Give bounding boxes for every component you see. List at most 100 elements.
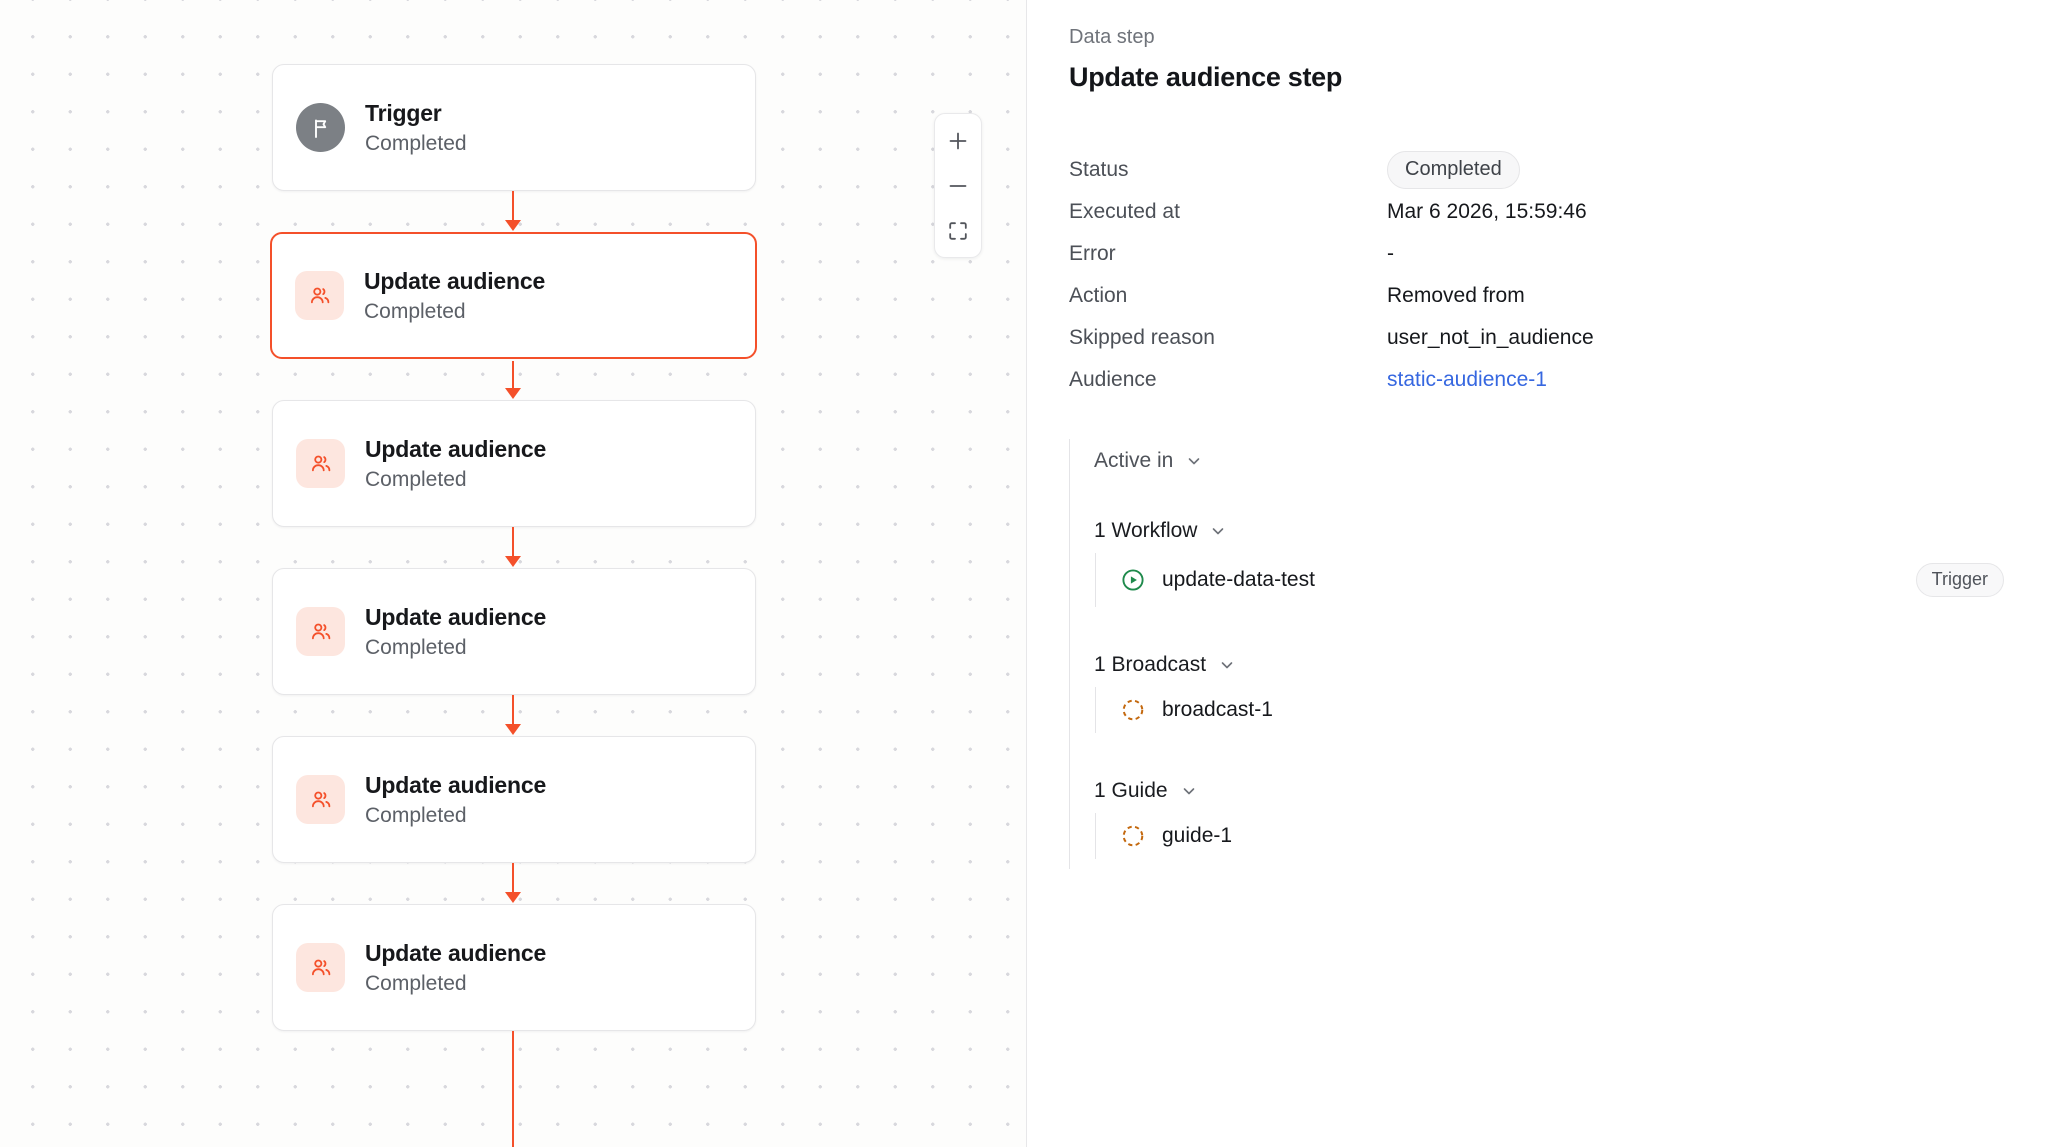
detail-label: Status	[1069, 158, 1129, 181]
detail-row: Status Completed	[1069, 149, 2004, 191]
users-icon	[311, 959, 330, 975]
flow-connector	[512, 527, 514, 557]
users-icon	[311, 791, 330, 807]
entity-row[interactable]: broadcast-1	[1095, 687, 2004, 733]
plus-icon	[949, 132, 967, 149]
detail-label: Skipped reason	[1069, 326, 1215, 349]
chevron-down-icon	[1209, 522, 1227, 540]
detail-row: Skipped reason user_not_in_audience	[1069, 317, 2004, 359]
status-badge: Completed	[1387, 151, 1520, 189]
active-in-block: Active in 1 Workflow update-data-test Trig…	[1069, 439, 2004, 869]
node-title: Update audience	[365, 603, 547, 630]
chevron-down-icon	[1180, 782, 1198, 800]
active-in-toggle[interactable]: Active in	[1094, 449, 2004, 473]
group-label: 1 Workflow	[1094, 519, 1198, 542]
node-status: Completed	[365, 635, 467, 659]
zoom-in-button[interactable]	[935, 118, 981, 163]
flow-connector	[512, 191, 514, 221]
entity-name: update-data-test	[1162, 568, 1315, 591]
detail-value-link[interactable]: static-audience-1	[1387, 368, 1547, 391]
detail-row: Action Removed from	[1069, 275, 2004, 317]
detail-value: Removed from	[1387, 284, 1525, 307]
entity-tag: Trigger	[1915, 563, 2004, 597]
entity-row[interactable]: guide-1	[1095, 813, 2004, 859]
group-toggle[interactable]: 1 Guide	[1094, 779, 2004, 803]
entity-name: guide-1	[1162, 824, 1233, 847]
zoom-out-button[interactable]	[935, 163, 981, 208]
detail-label: Executed at	[1069, 200, 1180, 223]
active-in-groups: 1 Workflow update-data-test Trigger 1 Broad…	[1094, 519, 2004, 859]
detail-value: user_not_in_audience	[1387, 326, 1594, 349]
node-status: Completed	[365, 971, 467, 995]
flow-arrowhead	[505, 892, 521, 903]
flow-connector	[512, 1031, 514, 1147]
panel-title: Update audience step	[1069, 62, 1343, 92]
play-circle-icon	[1122, 569, 1144, 591]
dashed-circle-icon	[1120, 697, 1146, 723]
flow-connector	[512, 695, 514, 725]
group-toggle[interactable]: 1 Broadcast	[1094, 653, 2004, 677]
node-title: Update audience	[365, 435, 547, 462]
dashed-circle-icon	[1122, 825, 1144, 847]
node-title: Update audience	[365, 771, 547, 798]
fit-view-button[interactable]	[935, 208, 981, 253]
group-items: guide-1	[1094, 813, 2004, 859]
detail-row: Audience static-audience-1	[1069, 359, 2004, 401]
entity-name: broadcast-1	[1162, 698, 1273, 721]
chevron-down-icon	[1185, 452, 1203, 470]
panel-kicker: Data step	[1069, 26, 1155, 48]
active-in-label: Active in	[1094, 449, 1174, 472]
group-toggle[interactable]: 1 Workflow	[1094, 519, 2004, 543]
flow-arrowhead	[505, 388, 521, 399]
detail-value: -	[1387, 242, 1394, 265]
users-icon	[296, 439, 345, 488]
node-status: Completed	[365, 131, 467, 155]
detail-label: Action	[1069, 284, 1128, 307]
active-in-group: 1 Workflow update-data-test Trigger	[1094, 519, 2004, 607]
active-in-group: 1 Guide guide-1	[1094, 779, 2004, 859]
users-icon	[310, 287, 329, 303]
node-title: Update audience	[364, 267, 546, 294]
group-items: broadcast-1	[1094, 687, 2004, 733]
group-label: 1 Guide	[1094, 779, 1168, 802]
group-items: update-data-test Trigger	[1094, 553, 2004, 607]
node-status: Completed	[365, 467, 467, 491]
node-status: Completed	[365, 803, 467, 827]
node-title: Update audience	[365, 939, 547, 966]
node-title: Trigger	[365, 99, 442, 126]
users-icon	[296, 607, 345, 656]
dashed-circle-icon	[1122, 699, 1144, 721]
detail-label: Audience	[1069, 368, 1157, 391]
users-icon	[296, 943, 345, 992]
flag-icon	[314, 119, 326, 138]
flow-arrowhead	[505, 556, 521, 567]
chevron-down-icon	[1218, 656, 1236, 674]
users-icon	[311, 623, 330, 639]
flow-arrowhead	[505, 724, 521, 735]
active-in-group: 1 Broadcast broadcast-1	[1094, 653, 2004, 733]
users-icon	[296, 775, 345, 824]
flow-connector	[512, 863, 514, 893]
flow-arrowhead	[505, 220, 521, 231]
dashed-circle-icon	[1120, 823, 1146, 849]
fit-screen-icon	[949, 221, 967, 240]
detail-row: Error-	[1069, 233, 2004, 275]
group-label: 1 Broadcast	[1094, 653, 1207, 676]
entity-row[interactable]: update-data-test Trigger	[1095, 553, 2004, 607]
play-circle-icon	[1120, 567, 1146, 593]
users-icon	[311, 455, 330, 471]
node-status: Completed	[364, 299, 466, 323]
flag-icon	[296, 103, 345, 152]
minus-icon	[949, 184, 967, 187]
step-details-panel: Data step Update audience step Status Com…	[1027, 0, 2048, 1147]
